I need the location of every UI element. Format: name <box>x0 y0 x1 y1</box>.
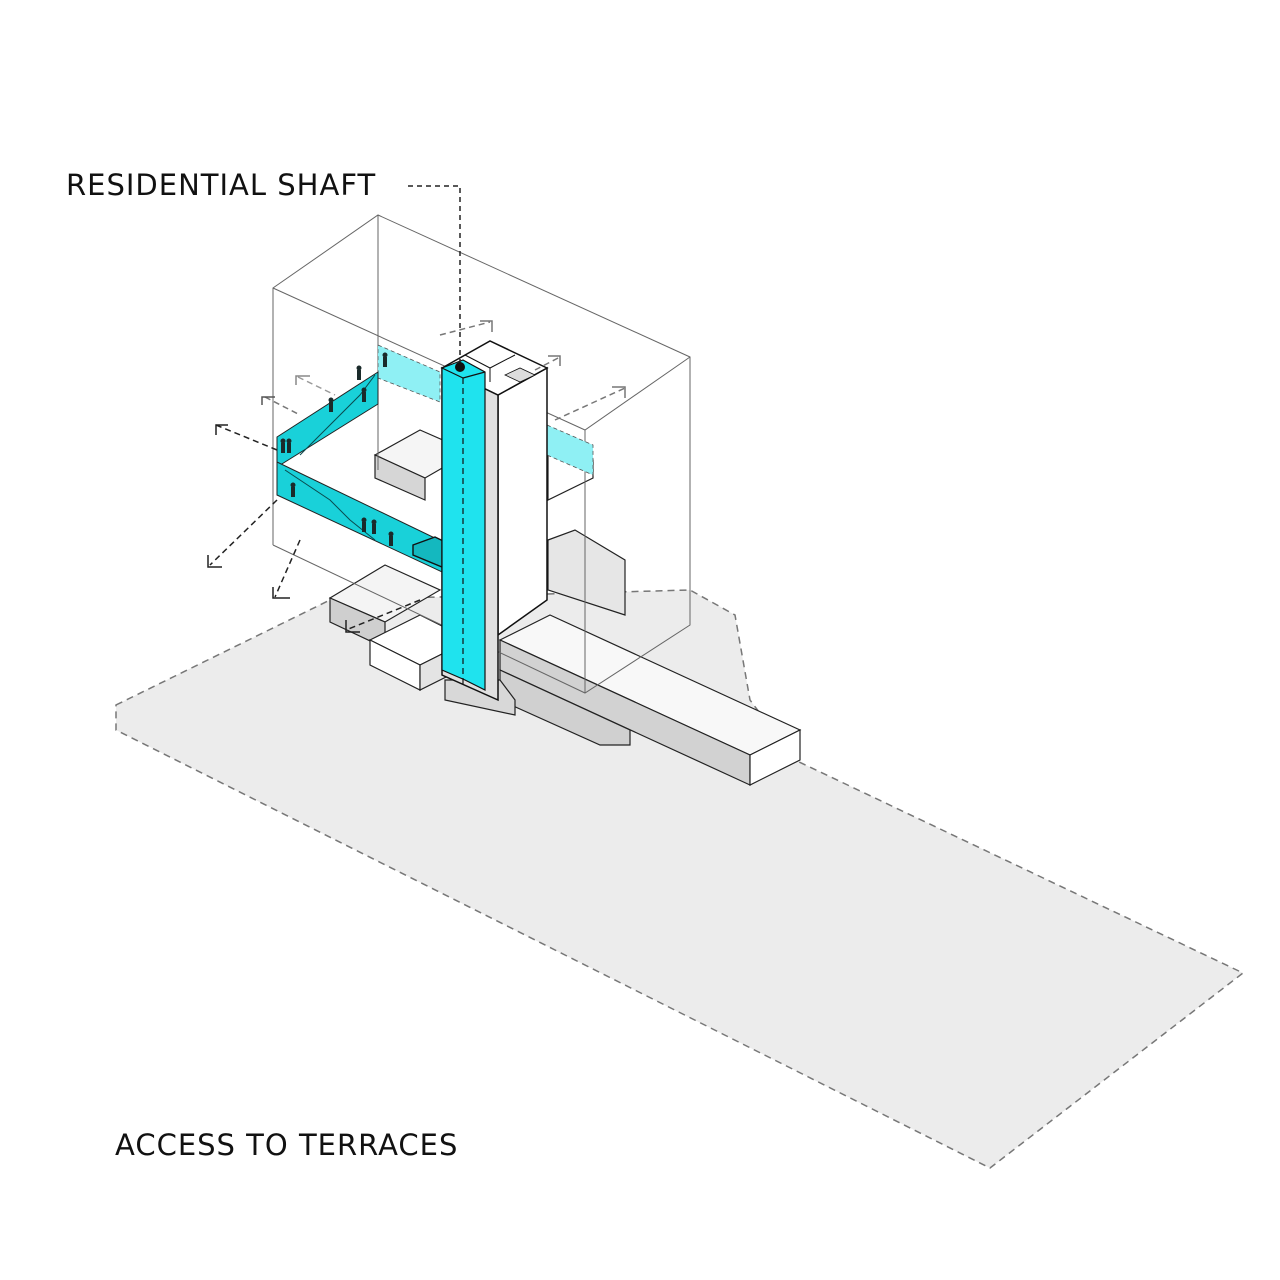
access-to-terraces-label: ACCESS TO TERRACES <box>115 1128 459 1162</box>
arrow-heads <box>207 320 626 633</box>
people-silhouettes <box>280 352 394 546</box>
shaft-leader-dot <box>455 362 465 372</box>
building-envelope <box>272 214 691 694</box>
residential-shaft <box>441 359 486 691</box>
residential-shaft-label: RESIDENTIAL SHAFT <box>66 168 377 202</box>
shaft-leader-line <box>408 185 461 365</box>
access-arrows <box>209 321 626 631</box>
terrace-left <box>276 371 379 468</box>
terrace-back-right <box>377 344 441 403</box>
lower-volumes <box>328 429 802 786</box>
